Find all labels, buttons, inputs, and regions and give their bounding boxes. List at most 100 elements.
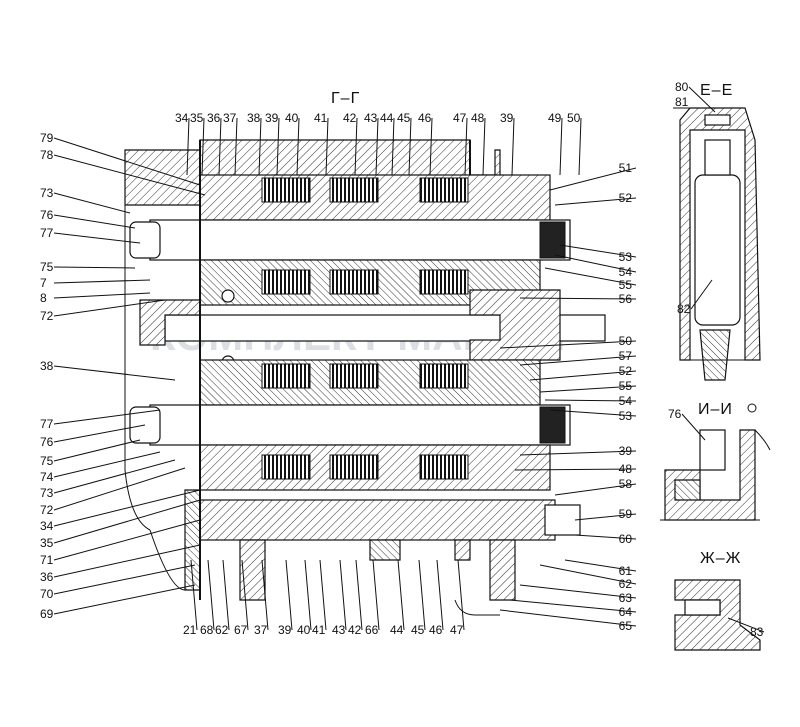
leader-line: [688, 86, 716, 113]
leader-line: [53, 584, 196, 615]
leader-line: [519, 355, 637, 366]
callout-label-top: 38: [247, 111, 261, 125]
callout-label-right: 61: [619, 564, 633, 578]
callout-label-top: 42: [343, 111, 357, 125]
leader-line: [53, 564, 196, 595]
leader-line: [53, 519, 201, 561]
leader-line: [53, 451, 161, 478]
callout-label-bottom: 68: [200, 623, 214, 637]
section-title-e: Е–Е: [700, 82, 733, 99]
callout-label-bottom: 47: [450, 623, 464, 637]
leader-line: [554, 197, 637, 206]
callout-label-top: 39: [265, 111, 279, 125]
callout-label-right: 65: [619, 619, 633, 633]
leader-line: [529, 370, 637, 381]
callout-label-left: 34: [40, 519, 54, 533]
callout-label-left: 77: [40, 417, 54, 431]
leader-line: [539, 385, 637, 393]
leader-line: [319, 559, 327, 631]
callout-label-bottom: 62: [215, 623, 229, 637]
callout-label-left: 79: [40, 131, 54, 145]
leader-line: [574, 513, 637, 521]
leader-line: [53, 499, 201, 544]
callout-label-right: 55: [619, 379, 633, 393]
callout-label-top: 35: [190, 111, 204, 125]
callout-label-bottom: 44: [390, 623, 404, 637]
leader-line: [391, 117, 395, 176]
leader-line: [258, 117, 262, 176]
leader-line: [727, 617, 765, 633]
callout-label-left: 73: [40, 486, 54, 500]
leader-line: [564, 559, 637, 572]
leader-line: [690, 279, 713, 310]
leader-line: [53, 292, 151, 299]
callout-label-top: 37: [223, 111, 237, 125]
leader-line: [397, 559, 405, 631]
callout-label-right: 55: [619, 278, 633, 292]
leader-line: [53, 459, 176, 494]
callout-label-left: 71: [40, 553, 54, 567]
section-title-main: Г–Г: [331, 90, 360, 107]
callout-label-top: 39: [500, 111, 514, 125]
leader-line: [218, 117, 222, 176]
leader-line: [234, 117, 238, 176]
callout-label-e-80: 80: [675, 80, 689, 94]
callout-label-bottom: 39: [278, 623, 292, 637]
leader-line: [375, 117, 379, 176]
callout-label-right: 60: [619, 532, 633, 546]
leader-line: [519, 297, 637, 300]
callout-label-right: 62: [619, 577, 633, 591]
callout-label-left: 75: [40, 454, 54, 468]
callout-label-top: 48: [471, 111, 485, 125]
leader-line: [681, 413, 706, 441]
leader-line: [53, 232, 141, 244]
leader-line: [408, 117, 412, 176]
callout-label-left: 72: [40, 503, 54, 517]
callout-label-bottom: 46: [429, 623, 443, 637]
main-section-view: [124, 139, 606, 616]
callout-label-top: 36: [207, 111, 221, 125]
leader-line: [261, 559, 269, 631]
callout-label-right: 52: [619, 364, 633, 378]
leader-line: [372, 559, 380, 631]
leader-line: [511, 117, 515, 176]
callout-label-left: 36: [40, 570, 54, 584]
callout-label-bottom: 43: [332, 623, 346, 637]
callout-label-bottom: 40: [297, 623, 311, 637]
leader-line: [53, 154, 206, 196]
leader-line: [53, 439, 141, 462]
section-title-i: И–И: [698, 401, 733, 418]
leader-line: [539, 564, 637, 585]
leader-line: [554, 483, 637, 496]
callout-label-left: 74: [40, 470, 54, 484]
section-symbol-icon: [747, 403, 757, 413]
leader-line: [53, 409, 161, 425]
callout-label-right: 63: [619, 591, 633, 605]
leader-line: [201, 117, 205, 176]
leader-line: [544, 399, 637, 402]
callout-label-left: 78: [40, 148, 54, 162]
leader-line: [544, 267, 637, 286]
callout-label-bottom: 42: [348, 623, 362, 637]
callout-label-left: 69: [40, 607, 54, 621]
leader-line: [578, 117, 582, 176]
leader-line: [418, 559, 426, 631]
callout-label-right: 58: [619, 477, 633, 491]
callout-label-left: 38: [40, 359, 54, 373]
leader-line: [436, 559, 444, 631]
callout-label-right: 59: [619, 507, 633, 521]
leader-line: [53, 266, 136, 269]
detail-i-view: [660, 429, 771, 521]
callout-label-top: 41: [314, 111, 328, 125]
leader-line: [296, 117, 300, 176]
callout-label-left: 7: [40, 276, 47, 290]
callout-label-top: 44: [380, 111, 394, 125]
callout-label-right: 64: [619, 605, 633, 619]
callout-label-left: 70: [40, 587, 54, 601]
leader-line: [190, 559, 198, 631]
clutch-pack: [261, 177, 311, 203]
leader-line: [499, 609, 637, 627]
callout-label-bottom: 41: [312, 623, 326, 637]
leader-line: [457, 559, 465, 631]
leader-line: [429, 117, 433, 176]
